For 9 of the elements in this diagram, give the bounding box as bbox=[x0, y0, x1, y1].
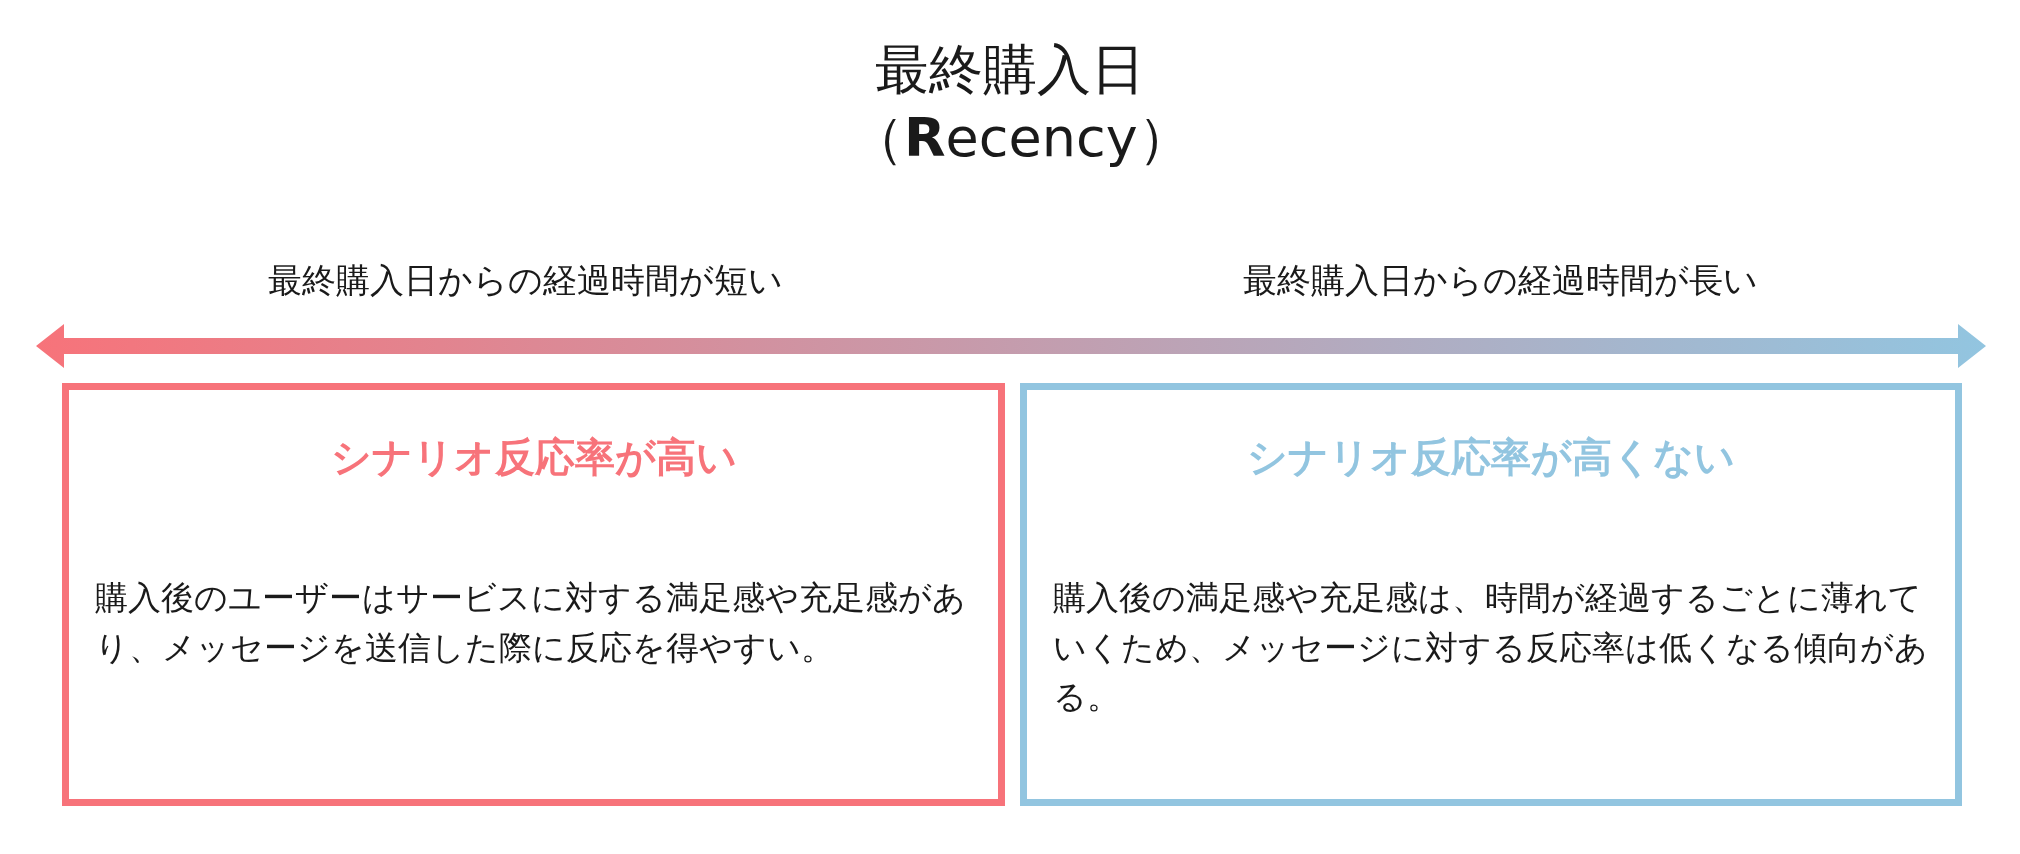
card-box bbox=[62, 383, 1005, 806]
axis-label: 最終購入日からの経過時間が短い bbox=[266, 259, 784, 302]
title: 最終購入日（Recency） bbox=[849, 37, 1193, 171]
card-body-text: 購入後の満足感や充足感は、時間が経過するごとに薄れていくため、メッセージに対する反応率は低くなる傾向がある。 bbox=[1053, 577, 1929, 718]
card-heading: シナリオ反応率が高くない bbox=[1246, 433, 1736, 482]
card-body-text: 購入後のユーザーはサービスに対する満足感や充足感があり、メッセージを送信した際に反応を得やすい。 bbox=[95, 577, 967, 669]
axis-label: 最終購入日からの経過時間が長い bbox=[1241, 259, 1759, 302]
card-box bbox=[1020, 383, 1962, 806]
card-heading: シナリオ反応率が高い bbox=[329, 433, 738, 482]
